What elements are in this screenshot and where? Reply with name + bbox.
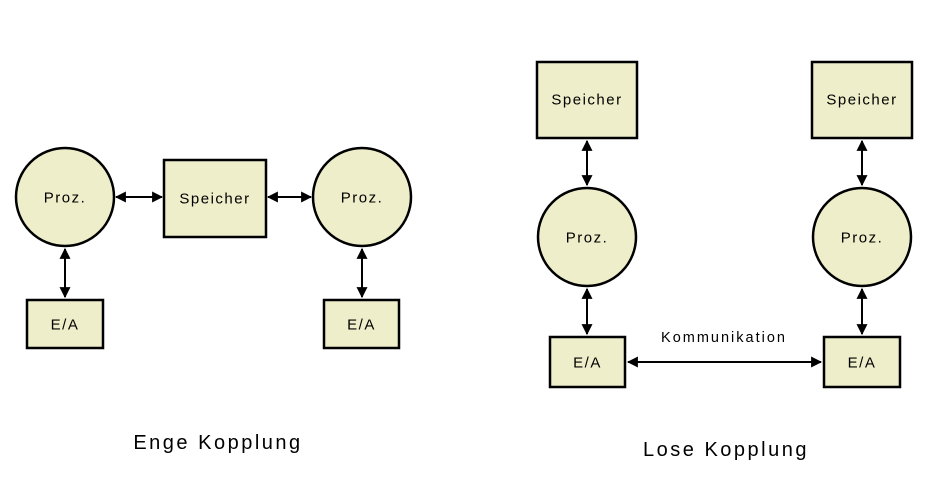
processor-node-right	[311, 146, 413, 248]
tight-coupling-group: Proz. Speicher Proz. E/A E/A Enge Kopplu…	[14, 146, 413, 454]
memory-label-left: Speicher	[551, 92, 622, 109]
io-label-left: E/A	[573, 355, 602, 372]
io-node-right	[322, 298, 401, 350]
processor-node-left	[536, 186, 638, 288]
communication-link-label: Kommunikation	[661, 330, 787, 346]
processor-node-left	[14, 146, 116, 248]
tight-coupling-title: Enge Kopplung	[133, 432, 302, 454]
memory-node-right	[810, 60, 914, 140]
io-label-left: E/A	[51, 317, 80, 334]
io-node-right	[822, 335, 902, 389]
memory-label: Speicher	[179, 191, 250, 208]
processor-label-right: Proz.	[341, 190, 384, 207]
processor-label-left: Proz.	[44, 190, 87, 207]
processor-label-left: Proz.	[566, 230, 609, 247]
io-node-left	[548, 335, 627, 389]
loose-coupling-group: Speicher Speicher Proz. Proz. E/A E/A Ko…	[535, 60, 914, 461]
memory-label-right: Speicher	[826, 92, 897, 109]
processor-node-right	[811, 186, 913, 288]
memory-node	[162, 158, 268, 239]
memory-node-left	[535, 60, 639, 140]
processor-label-right: Proz.	[841, 230, 884, 247]
io-label-right: E/A	[848, 355, 877, 372]
io-node-left	[25, 298, 105, 350]
loose-coupling-title: Lose Kopplung	[643, 439, 809, 461]
io-label-right: E/A	[347, 317, 376, 334]
